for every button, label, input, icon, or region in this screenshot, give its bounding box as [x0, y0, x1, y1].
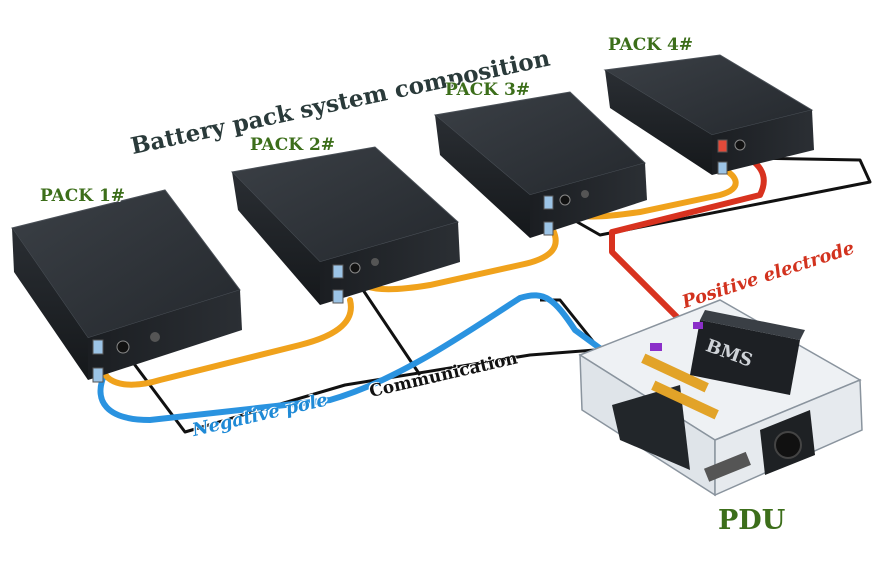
pack-label-3: PACK 3#: [445, 80, 531, 100]
pack-label-1: PACK 1#: [40, 186, 126, 206]
pdu-unit: [578, 299, 863, 497]
pdu-label: PDU: [718, 505, 786, 536]
pack-label-4: PACK 4#: [608, 35, 694, 55]
battery-pack-3: [433, 91, 647, 238]
communication-cable: [118, 156, 872, 434]
pack-label-2: PACK 2#: [250, 135, 336, 155]
negative-cable: [97, 292, 608, 424]
series-link-1-2: [99, 297, 354, 388]
battery-pack-4: [603, 54, 814, 175]
battery-pack-1: [11, 189, 242, 383]
battery-pack-2: [230, 146, 460, 305]
